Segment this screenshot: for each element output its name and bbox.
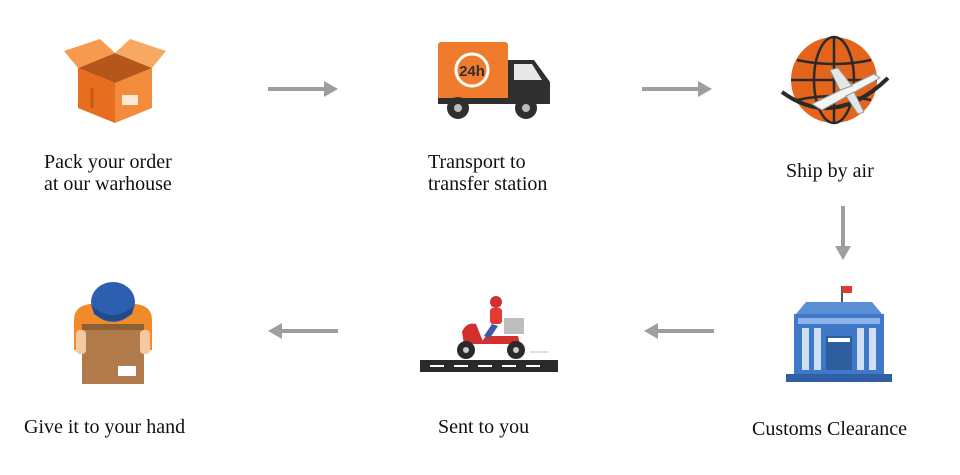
courier-handing-box-icon bbox=[74, 282, 152, 384]
step-label: Transport to transfer station bbox=[428, 151, 548, 195]
step-label: Sent to you bbox=[438, 416, 530, 438]
delivery-truck-24h-icon: 24h bbox=[438, 42, 550, 119]
step-label: Ship by air bbox=[786, 160, 874, 182]
step-label: Give it to your hand bbox=[24, 416, 186, 438]
arrow-down bbox=[835, 206, 851, 260]
arrow-left-1 bbox=[644, 323, 714, 339]
svg-text:24h: 24h bbox=[459, 63, 485, 80]
step-label: Pack your order at our warhouse bbox=[44, 151, 172, 195]
arrow-right-1 bbox=[268, 81, 338, 97]
arrow-right-2 bbox=[642, 81, 712, 97]
globe-airplane-icon bbox=[780, 35, 890, 125]
arrow-left-2 bbox=[268, 323, 338, 339]
delivery-scooter-icon bbox=[420, 296, 558, 372]
package-box-icon bbox=[64, 39, 166, 123]
step-label: Customs Clearance bbox=[752, 418, 907, 440]
customs-building-icon bbox=[786, 286, 892, 382]
